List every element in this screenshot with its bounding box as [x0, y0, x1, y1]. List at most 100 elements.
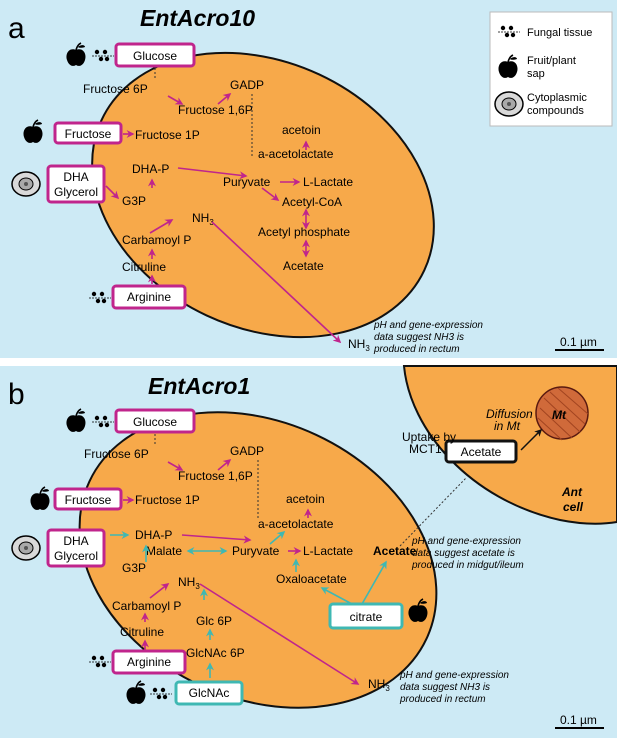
acetate-note-line1: pH and gene-expression: [411, 536, 521, 547]
acetate-note-line2: data suggest acetate is: [412, 548, 515, 559]
glucose-transporter-b: [114, 408, 196, 434]
arginine-label-b: Arginine: [127, 655, 171, 669]
mt-label: Mt: [552, 408, 567, 422]
panel-b-letter: b: [8, 378, 25, 411]
dha-label-a: DHA: [63, 170, 88, 184]
nh3-note-b-line3: produced in rectum: [399, 694, 486, 705]
citruline-label-a: Citruline: [122, 260, 166, 274]
legend-cyto-label-line2: compounds: [527, 105, 584, 117]
bacterial-cell-a: [91, 51, 435, 339]
fructose-1p-label-b: Fructose 1P: [135, 493, 200, 507]
nh3-out-label-a: NH3: [348, 337, 370, 353]
fructose-transporter-a: [53, 121, 123, 145]
nh3-note-b-line1: pH and gene-expression: [399, 670, 509, 681]
dha-p-label-a: DHA-P: [132, 162, 169, 176]
fructose-16p-label-b: Fructose 1,6P: [178, 469, 253, 483]
dha-p-label-b: DHA-P: [135, 528, 172, 542]
citruline-label-b: Citruline: [120, 625, 164, 639]
a-acetolactate-label-b: a-acetolactate: [258, 517, 334, 531]
dha-glycerol-transporter-a: [46, 164, 106, 204]
glucose-label-b: Glucose: [133, 415, 177, 429]
g3p-label-a: G3P: [122, 194, 146, 208]
gadp-label-a: GADP: [230, 78, 264, 92]
l-lactate-label-b: L-Lactate: [303, 544, 353, 558]
puryvate-label-a: Puryvate: [223, 175, 271, 189]
citrate-label: citrate: [350, 610, 383, 624]
glycerol-label-a: Glycerol: [54, 185, 98, 199]
diffusion-arrow: [520, 428, 543, 451]
acetate-out-label: Acetate: [373, 544, 417, 558]
acetyl-phosphate-label-a: Acetyl phosphate: [258, 225, 350, 239]
glcnac-6p-label: GlcNAc 6P: [186, 646, 245, 660]
l-lactate-label-a: L-Lactate: [303, 175, 353, 189]
panel-a-title: EntAcro10: [140, 5, 255, 31]
cytoplasmic-compound-icon: [11, 171, 41, 197]
mitochondrion: [535, 386, 589, 440]
carbamoyl-p-label-b: Carbamoyl P: [112, 599, 181, 613]
fructose-1p-label-a: Fructose 1P: [135, 128, 200, 142]
glcnac-label: GlcNAc: [189, 686, 230, 700]
panel-a-letter: a: [8, 12, 25, 45]
legend-fungal-label: Fungal tissue: [527, 27, 592, 39]
citrate-transporter: [328, 602, 404, 630]
ant-cell-label-line2: cell: [563, 500, 584, 514]
acetate-label-a: Acetate: [283, 259, 324, 273]
puryvate-label-b: Puryvate: [232, 544, 280, 558]
fructose-label-b: Fructose: [65, 493, 112, 507]
cytoplasmic-compound-icon: [494, 91, 524, 117]
arginine-label-a: Arginine: [127, 290, 171, 304]
glc-6p-label: Glc 6P: [196, 614, 232, 628]
legend-fruit-label-line2: sap: [527, 68, 545, 80]
arginine-transporter-a: [111, 284, 187, 310]
pathway-arrows-b-teal: [110, 530, 387, 678]
glucose-label-a: Glucose: [133, 49, 177, 63]
uptake-label-line1: Uptake by: [402, 430, 456, 444]
mitochondrion-hatching: [537, 387, 589, 441]
legend-fruit-label-line1: Fruit/plant: [527, 55, 576, 67]
panel-b-title: EntAcro1: [148, 373, 250, 399]
diffusion-label-line1: Diffusion: [486, 407, 533, 421]
pathway-arrows-a: [105, 68, 342, 344]
nh3-label-b: NH3: [178, 575, 200, 591]
nh3-out-label-b: NH3: [368, 677, 390, 693]
cytoplasmic-compound-icon: [11, 535, 41, 561]
glucose-transporter-a: [114, 42, 196, 68]
fructose-transporter-b: [53, 487, 123, 511]
legend-cyto-label-line1: Cytoplasmic: [527, 92, 587, 104]
malate-label: Malate: [146, 544, 182, 558]
acetoin-label-b: acetoin: [286, 492, 325, 506]
carbamoyl-p-label-a: Carbamoyl P: [122, 233, 191, 247]
glcnac-transporter: [174, 680, 244, 706]
panel-a: a EntAcro10 Glucose Fructose DHA Glycero…: [0, 0, 617, 358]
nh3-note-a-line3: produced in rectum: [373, 344, 460, 355]
ant-cell-label-line1: Ant: [561, 485, 583, 499]
panel-b: Mt Diffusion in Mt Ant cell Acetate Upta…: [0, 365, 617, 738]
uptake-label-line2: MCT1: [409, 442, 442, 456]
ant-acetate-label: Acetate: [461, 445, 502, 459]
acetyl-coa-label-a: Acetyl-CoA: [282, 195, 342, 209]
pathway-arrows-b-magenta: [123, 434, 360, 685]
arginine-transporter-b: [111, 649, 187, 675]
acetoin-label-a: acetoin: [282, 123, 321, 137]
dha-glycerol-transporter-b: [46, 528, 106, 568]
fructose-label-a: Fructose: [65, 127, 112, 141]
mct1-acetate-transporter: [444, 439, 518, 464]
fructose-6p-label-b: Fructose 6P: [84, 447, 149, 461]
scale-label-a: 0.1 µm: [560, 335, 597, 349]
acetate-note-line3: produced in midgut/ileum: [411, 560, 524, 571]
nh3-note-a-line2: data suggest NH3 is: [374, 332, 464, 343]
fructose-6p-label-a: Fructose 6P: [83, 82, 148, 96]
nh3-note-b-line2: data suggest NH3 is: [400, 682, 490, 693]
scale-label-b: 0.1 µm: [560, 713, 597, 727]
a-acetolactate-label-a: a-acetolactate: [258, 147, 334, 161]
glycerol-label-b: Glycerol: [54, 549, 98, 563]
nh3-note-a-line1: pH and gene-expression: [373, 320, 483, 331]
fructose-16p-label-a: Fructose 1,6P: [178, 103, 253, 117]
dha-label-b: DHA: [63, 534, 88, 548]
g3p-label-b: G3P: [122, 561, 146, 575]
gadp-label-b: GADP: [230, 444, 264, 458]
oxaloacetate-label: Oxaloacetate: [276, 572, 347, 586]
diffusion-label-line2: in Mt: [494, 419, 521, 433]
